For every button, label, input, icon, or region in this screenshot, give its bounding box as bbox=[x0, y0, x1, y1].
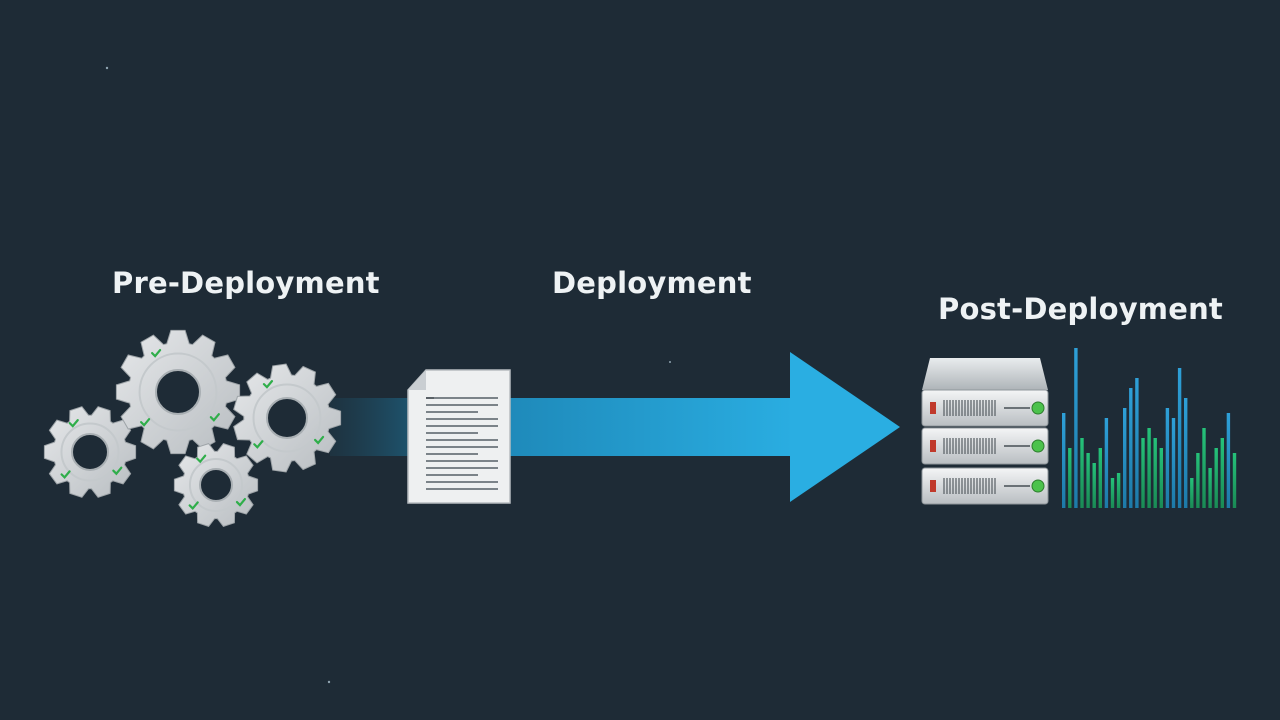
bar bbox=[1068, 448, 1072, 508]
server-unit bbox=[921, 467, 1049, 505]
dot bbox=[327, 680, 331, 684]
check-icon bbox=[151, 348, 162, 358]
gears-icon bbox=[43, 329, 342, 527]
check-icon bbox=[112, 466, 123, 476]
bar bbox=[1202, 428, 1206, 508]
server-rack-icon bbox=[921, 358, 1049, 505]
bar bbox=[1165, 408, 1170, 508]
gear-icon bbox=[43, 406, 137, 498]
bar bbox=[1074, 348, 1078, 508]
bar bbox=[1177, 368, 1182, 508]
check-icon bbox=[209, 413, 220, 422]
bar bbox=[1220, 438, 1224, 508]
gear-icon bbox=[173, 443, 259, 527]
bar bbox=[1062, 413, 1066, 508]
bar bbox=[1147, 428, 1151, 508]
check-icon bbox=[313, 435, 325, 445]
bar bbox=[1171, 418, 1176, 508]
bar bbox=[1190, 478, 1194, 508]
server-unit bbox=[921, 427, 1049, 465]
bar bbox=[1184, 398, 1188, 508]
bar bbox=[1098, 448, 1102, 508]
bar bbox=[1080, 438, 1084, 508]
check-icon bbox=[188, 501, 199, 511]
check-icon bbox=[253, 440, 264, 449]
server-unit bbox=[921, 389, 1049, 427]
check-icon bbox=[68, 419, 79, 428]
gear-icon bbox=[233, 363, 342, 473]
bar bbox=[1232, 453, 1237, 508]
bar bbox=[1226, 413, 1231, 508]
bar bbox=[1086, 453, 1090, 508]
bar bbox=[1104, 418, 1109, 508]
post-deployment-label: Post-Deployment bbox=[938, 292, 1223, 326]
bar bbox=[1208, 468, 1212, 508]
check-icon bbox=[60, 470, 71, 480]
check-icon bbox=[139, 418, 151, 427]
bar bbox=[1196, 453, 1200, 508]
pre-deployment-label: Pre-Deployment bbox=[112, 266, 380, 300]
bar bbox=[1159, 448, 1163, 508]
bar bbox=[1123, 408, 1127, 508]
check-icon bbox=[235, 497, 247, 507]
bar-chart-icon bbox=[1062, 348, 1237, 508]
bar bbox=[1129, 388, 1133, 508]
bar bbox=[1141, 438, 1145, 508]
dot bbox=[105, 66, 109, 70]
check-icon bbox=[262, 380, 274, 389]
bar bbox=[1214, 448, 1218, 508]
check-icon bbox=[196, 454, 207, 464]
bar bbox=[1092, 463, 1096, 508]
bar bbox=[1110, 478, 1115, 508]
document-icon bbox=[407, 369, 511, 504]
bar bbox=[1153, 438, 1157, 508]
dot bbox=[669, 361, 671, 363]
gear-icon bbox=[115, 329, 241, 455]
bar bbox=[1116, 473, 1121, 508]
bar bbox=[1135, 378, 1139, 508]
deployment-label: Deployment bbox=[552, 266, 752, 300]
